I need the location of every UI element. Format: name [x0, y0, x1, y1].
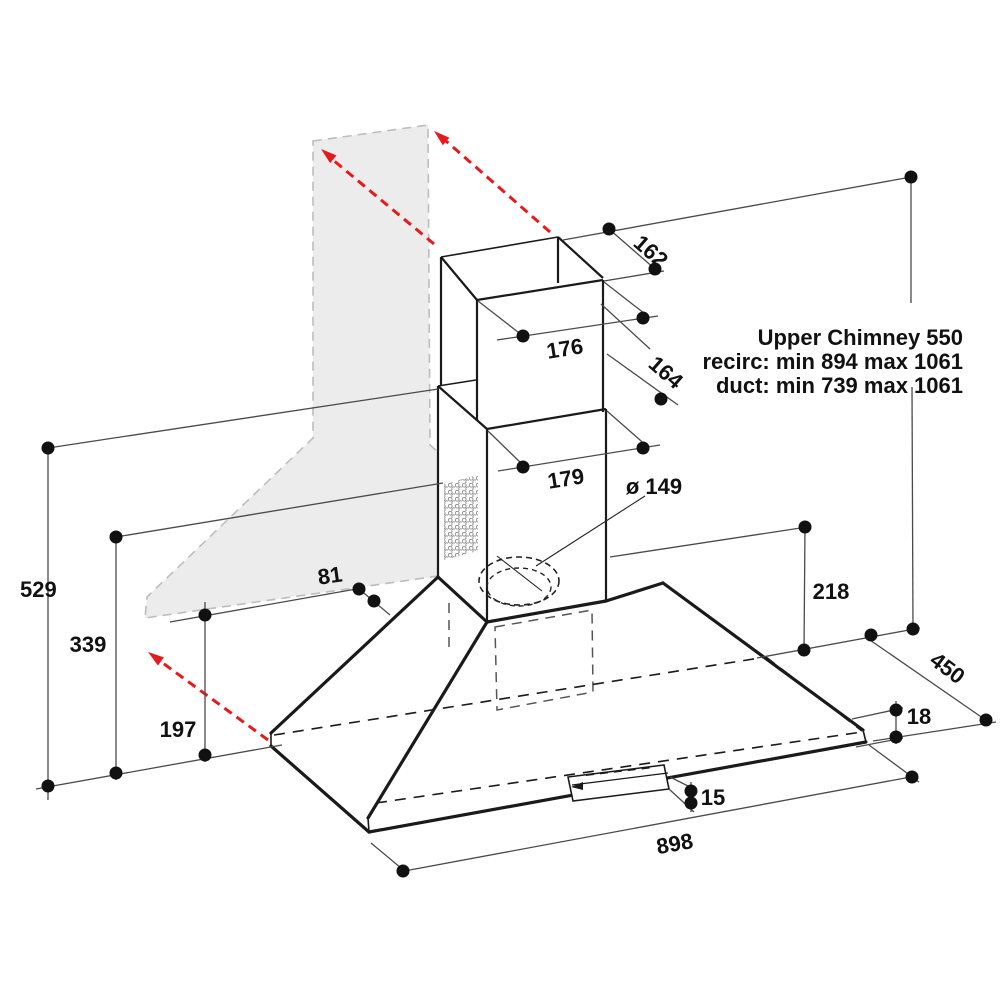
- dim-label-duct-diameter: ø 149: [626, 474, 682, 499]
- chimney-lower-section: [436, 379, 608, 621]
- dim-base-reference: [35, 744, 283, 790]
- vent-grille: [444, 475, 478, 560]
- hidden-edges: [273, 656, 863, 804]
- projection-arrow-icon: [434, 131, 551, 234]
- dim-339: [115, 482, 444, 780]
- dim-218: [609, 526, 921, 659]
- dimension-dots: [41, 170, 993, 878]
- dim-overall-height: [910, 177, 914, 630]
- panel-buttons: [585, 766, 655, 776]
- hidden-housing: [448, 603, 594, 711]
- projection-arrow-icon: [321, 149, 435, 246]
- dim-label-218: 218: [813, 579, 850, 604]
- duct-leader-line: [535, 495, 646, 567]
- annotation-block: Upper Chimney 550 recirc: min 894 max 10…: [702, 325, 963, 398]
- duct-outlet: [478, 495, 646, 607]
- canopy: [269, 575, 868, 834]
- annotation-title: Upper Chimney 550: [758, 325, 963, 350]
- dim-529: [47, 388, 439, 800]
- dim-label-81: 81: [316, 561, 344, 589]
- projection-arrow-icon: [148, 652, 269, 742]
- annotation-recirc: recirc: min 894 max 1061: [702, 349, 963, 374]
- dim-label-179: 179: [546, 463, 586, 493]
- dim-label-18: 18: [907, 704, 931, 729]
- annotation-duct: duct: min 739 max 1061: [716, 373, 963, 398]
- projection-arrows: [148, 131, 551, 742]
- panel-arrow-icon: [571, 782, 583, 790]
- dim-label-339: 339: [70, 632, 107, 657]
- dim-label-197: 197: [160, 717, 197, 742]
- chimney-upper-section: [439, 236, 605, 421]
- dim-label-529: 529: [20, 577, 57, 602]
- control-panel: [567, 764, 670, 802]
- dim-label-176: 176: [545, 333, 585, 363]
- dim-label-15: 15: [701, 785, 725, 810]
